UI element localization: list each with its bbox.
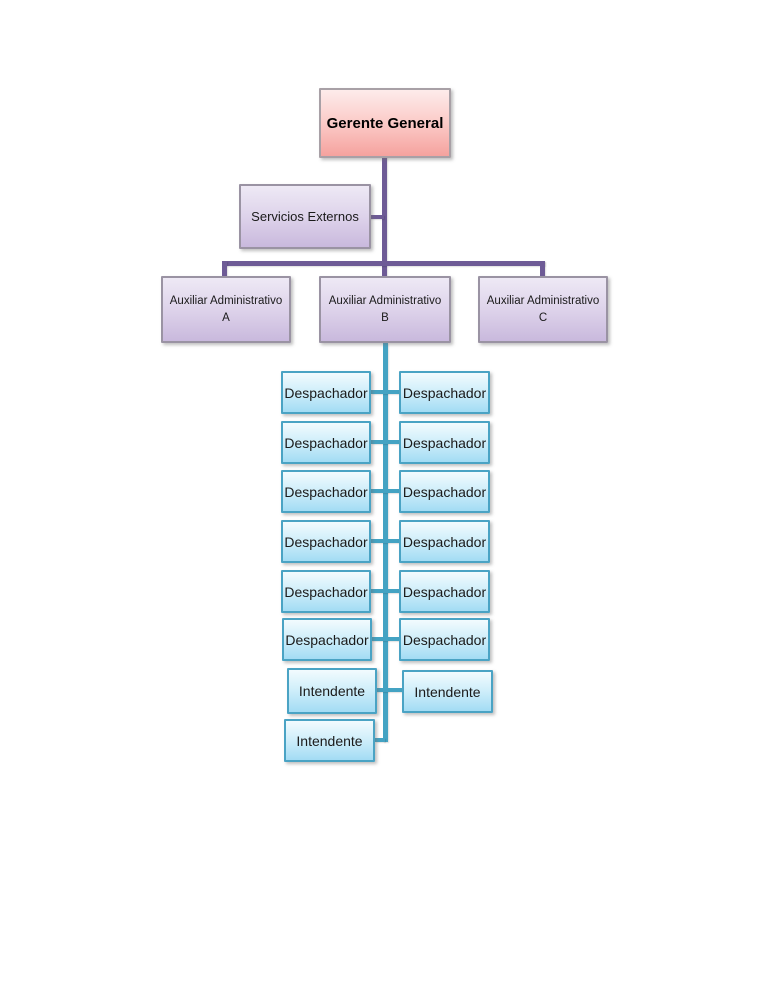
node-intendente-left-7: Intendente (287, 668, 377, 714)
node-sublabel: C (538, 311, 548, 324)
connector-row-8 (375, 738, 385, 742)
node-intendente-left-8: Intendente (284, 719, 375, 762)
connector-row-2 (371, 440, 399, 444)
node-intendente-right-7: Intendente (402, 670, 493, 713)
connector-row-7 (373, 688, 404, 692)
node-despachador-right-5: Despachador (399, 570, 490, 613)
node-label: Despachador (284, 483, 368, 500)
node-label: Despachador (402, 483, 487, 500)
node-label: Despachador (285, 631, 369, 648)
node-label: Despachador (284, 533, 368, 550)
node-label: Despachador (284, 434, 368, 451)
node-auxiliar-administrativo-b: Auxiliar Administrativo B (319, 276, 451, 343)
node-despachador-left-2: Despachador (281, 421, 371, 464)
node-gerente-general: Gerente General (319, 88, 451, 158)
connector-level2-horizontal (222, 261, 545, 266)
node-label: Intendente (414, 683, 481, 700)
node-servicios-externos: Servicios Externos (239, 184, 371, 249)
node-label: Servicios Externos (251, 209, 359, 224)
node-label: Intendente (298, 683, 366, 699)
node-label: Despachador (402, 583, 487, 600)
connector-row-6 (371, 637, 399, 641)
connector-staff-stub (369, 215, 384, 219)
node-despachador-left-5: Despachador (281, 570, 371, 613)
node-label: Despachador (284, 384, 368, 401)
node-despachador-left-1: Despachador (281, 371, 371, 414)
node-despachador-right-2: Despachador (399, 421, 490, 464)
connector-row-5 (371, 589, 399, 593)
connector-root-vertical (382, 156, 387, 277)
node-label: Despachador (402, 533, 487, 550)
node-despachador-right-3: Despachador (399, 470, 490, 513)
node-label: Auxiliar Administrativo (486, 294, 600, 307)
node-despachador-right-6: Despachador (399, 618, 490, 661)
node-label: Despachador (402, 434, 487, 451)
node-despachador-left-3: Despachador (281, 470, 371, 513)
node-auxiliar-administrativo-a: Auxiliar Administrativo A (161, 276, 291, 343)
node-auxiliar-administrativo-c: Auxiliar Administrativo C (478, 276, 608, 343)
node-label: Gerente General (326, 114, 444, 132)
connector-row-1 (371, 390, 399, 394)
node-despachador-left-6: Despachador (282, 618, 372, 661)
connector-row-4 (371, 539, 399, 543)
node-label: Despachador (402, 631, 487, 648)
node-label: Auxiliar Administrativo (328, 294, 442, 307)
node-label: Despachador (402, 384, 487, 401)
connector-stub-manager-a (222, 261, 227, 278)
node-label: Despachador (284, 583, 368, 600)
node-despachador-left-4: Despachador (281, 520, 371, 563)
node-despachador-right-4: Despachador (399, 520, 490, 563)
node-sublabel: B (381, 311, 389, 324)
connector-stub-manager-c (540, 261, 545, 278)
node-label: Auxiliar Administrativo (169, 294, 283, 307)
connector-row-3 (371, 489, 399, 493)
node-sublabel: A (222, 311, 230, 324)
node-despachador-right-1: Despachador (399, 371, 490, 414)
node-label: Intendente (296, 732, 363, 749)
